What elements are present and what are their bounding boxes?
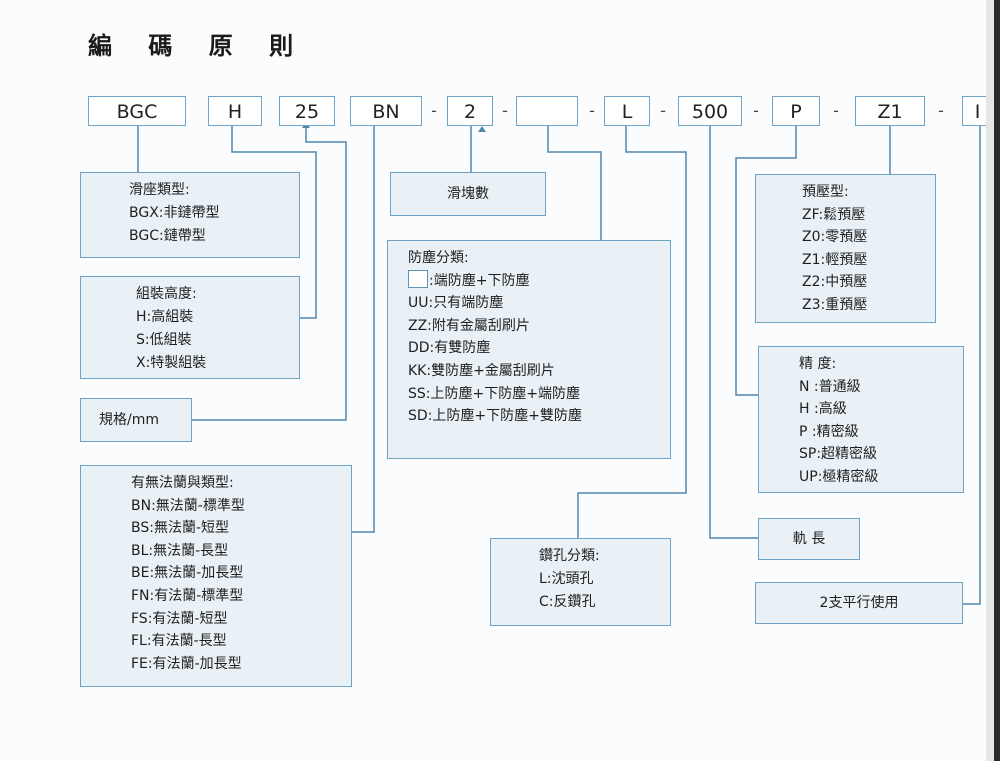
preload-line: Z3:重預壓 xyxy=(802,296,868,313)
dust-proof-line: UU:只有端防塵 xyxy=(408,295,504,312)
assembly-height-line: X:特製組裝 xyxy=(136,355,207,371)
preload-line: Z2:中預壓 xyxy=(802,274,868,291)
accuracy-line: SP:超精密級 xyxy=(799,446,878,463)
line-l xyxy=(577,126,687,538)
parallel-label: 2支平行使用 xyxy=(819,595,899,611)
block-count-label: 滑塊數 xyxy=(447,186,489,202)
flange-box: 有無法蘭與類型: BN:無法蘭-標準型 BS:無法蘭-短型 BL:無法蘭-長型 … xyxy=(80,465,352,687)
accuracy-line: H :高級 xyxy=(799,401,847,418)
flange-line: FE:有法蘭-加長型 xyxy=(131,655,242,672)
accuracy-line: N :普通級 xyxy=(799,378,861,395)
block-count-box: 滑塊數 xyxy=(390,172,546,216)
flange-line: BN:無法蘭-標準型 xyxy=(131,497,245,514)
drill-title: 鑽孔分類: xyxy=(539,548,600,564)
rail-length-box: 軌 長 xyxy=(758,518,860,560)
page-title: 編 碼 原 則 xyxy=(88,32,308,60)
accuracy-box: 精 度: N :普通級 H :高級 P :精密級 SP:超精密級 UP:極精密級 xyxy=(758,346,964,493)
preload-line: Z1:輕預壓 xyxy=(802,251,868,268)
line-last xyxy=(963,126,981,605)
assembly-height-box: 組裝高度: H:高組裝 S:低組裝 X:特製組裝 xyxy=(80,276,300,379)
line-bn xyxy=(352,126,375,533)
flange-line: BL:無法蘭-長型 xyxy=(131,542,229,559)
slider-type-title: 滑座類型: xyxy=(129,182,190,198)
slider-type-line: BGX:非鏈帶型 xyxy=(129,205,220,221)
rail-length-label: 軌 長 xyxy=(792,531,826,547)
slider-type-box: 滑座類型: BGX:非鏈帶型 BGC:鏈帶型 xyxy=(80,172,300,258)
dash-7: - xyxy=(938,101,944,120)
dust-proof-line: SS:上防塵+下防塵+端防塵 xyxy=(408,385,580,402)
dust-proof-line: SD:上防塵+下防塵+雙防塵 xyxy=(408,408,582,425)
dash-1: - xyxy=(431,101,437,120)
dash-6: - xyxy=(833,101,839,120)
flange-title: 有無法蘭與類型: xyxy=(131,475,234,491)
dash-2: - xyxy=(502,101,508,120)
dust-proof-line: :端防塵+下防塵 xyxy=(408,269,670,293)
code-z1: Z1 xyxy=(855,96,925,126)
dust-proof-title: 防塵分類: xyxy=(408,250,469,266)
flange-line: BS:無法蘭-短型 xyxy=(131,520,230,537)
line-size xyxy=(192,126,347,421)
scan-border xyxy=(994,0,1000,761)
preload-line: Z0:零預壓 xyxy=(802,229,868,246)
accuracy-title: 精 度: xyxy=(799,356,837,372)
spec-box: 規格/mm xyxy=(80,398,192,442)
slider-type-line: BGC:鏈帶型 xyxy=(129,228,206,244)
preload-line: ZF:鬆預壓 xyxy=(802,206,866,223)
dust-proof-line: ZZ:附有金屬刮刷片 xyxy=(408,317,530,334)
line-p xyxy=(735,126,797,396)
code-length: 500 xyxy=(678,96,742,126)
dust-proof-first-text: :端防塵+下防塵 xyxy=(429,272,530,289)
accuracy-line: UP:極精密級 xyxy=(799,468,879,485)
line-dust xyxy=(547,126,602,240)
flange-line: BE:無法蘭-加長型 xyxy=(131,565,244,582)
code-bn: BN xyxy=(350,96,422,126)
flange-line: FL:有法蘭-長型 xyxy=(131,633,227,650)
code-h: H xyxy=(208,96,262,126)
line-h xyxy=(231,126,317,319)
preload-box: 預壓型: ZF:鬆預壓 Z0:零預壓 Z1:輕預壓 Z2:中預壓 Z3:重預壓 xyxy=(755,174,936,323)
assembly-height-line: S:低組裝 xyxy=(136,332,192,348)
assembly-height-title: 組裝高度: xyxy=(136,286,197,302)
drill-line: L:沈頭孔 xyxy=(539,571,594,587)
arrow-blocks xyxy=(478,126,486,132)
blank-code-square xyxy=(408,269,428,288)
code-bgc: BGC xyxy=(88,96,186,126)
line-length xyxy=(709,126,758,539)
accuracy-line: P :精密級 xyxy=(799,423,859,440)
dust-proof-line: DD:有雙防塵 xyxy=(408,340,491,357)
preload-title: 預壓型: xyxy=(802,184,849,200)
spec-label: 規格/mm xyxy=(99,412,159,428)
code-p: P xyxy=(772,96,820,126)
code-dust xyxy=(516,96,578,126)
dash-4: - xyxy=(660,101,666,120)
parallel-box: 2支平行使用 xyxy=(755,582,963,624)
flange-line: FN:有法蘭-標準型 xyxy=(131,587,244,604)
dash-5: - xyxy=(753,101,759,120)
dust-proof-line: KK:雙防塵+金屬刮刷片 xyxy=(408,362,555,379)
drill-box: 鑽孔分類: L:沈頭孔 C:反鑽孔 xyxy=(490,538,671,626)
code-blocks: 2 xyxy=(447,96,493,126)
flange-line: FS:有法蘭-短型 xyxy=(131,610,228,627)
assembly-height-line: H:高組裝 xyxy=(136,309,194,325)
dash-3: - xyxy=(589,101,595,120)
page-edge-shadow xyxy=(986,0,994,761)
code-l: L xyxy=(604,96,650,126)
dust-proof-box: 防塵分類: :端防塵+下防塵 UU:只有端防塵 ZZ:附有金屬刮刷片 DD:有雙… xyxy=(387,240,671,459)
drill-line: C:反鑽孔 xyxy=(539,594,596,610)
code-size: 25 xyxy=(279,96,335,126)
